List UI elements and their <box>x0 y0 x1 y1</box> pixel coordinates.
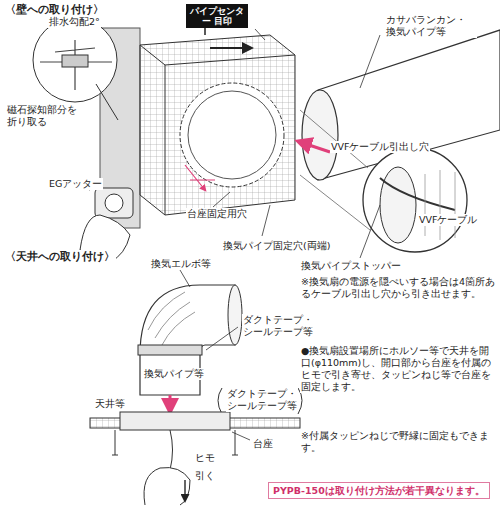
section-heading: 〈壁への取り付け〉 <box>4 3 105 17</box>
part-label: 引く <box>194 470 216 482</box>
part-label: 換気エルボ等 <box>150 258 212 270</box>
part-label: 排水勾配2° <box>48 16 101 28</box>
part-label: ヒモ <box>194 452 216 464</box>
node-text: パイプセンター 目印 <box>190 6 244 26</box>
part-label: 天井等 <box>94 398 126 410</box>
part-label: 磁石探知部分を 折り取る <box>6 104 78 128</box>
part-label: 換気パイプ固定穴(両端) <box>222 240 331 252</box>
part-label: 台座 <box>252 438 274 450</box>
part-label: ※換気扇の電源を隠ぺいする場合は4箇所あるケーブル引出し穴から引き出せます。 <box>300 276 497 300</box>
part-label: 台座固定用穴 <box>186 208 248 220</box>
part-label: 換気パイプ等 <box>143 368 205 380</box>
marker-tag: パイプセンター 目印 <box>186 4 248 28</box>
node-text: PYPB-150は取り付け方法が若干異なります。 <box>273 485 485 496</box>
part-label: ●換気扇設置場所にホルソー等で天井を開口(φ110mm)し、開口部から台座を付属… <box>300 345 497 393</box>
section-heading: 〈天井への取り付け〉 <box>4 250 116 264</box>
part-label: ダクトテープ・ シールテープ等 <box>226 388 298 412</box>
part-label: VVFケーブル <box>418 214 478 226</box>
part-label: ダクトテープ・ シールテープ等 <box>242 314 316 338</box>
part-label: EGアッター <box>48 178 103 190</box>
note-box: PYPB-150は取り付け方法が若干異なります。 <box>268 482 490 499</box>
part-label: カサバランカン・ 換気パイプ等 <box>385 14 477 38</box>
part-label: 換気パイプストッパー <box>300 260 402 272</box>
part-label: VVFケーブル引出し穴 <box>330 141 430 153</box>
part-label: ※付属タッピンねじで野縁に固定もできます。 <box>300 430 497 454</box>
